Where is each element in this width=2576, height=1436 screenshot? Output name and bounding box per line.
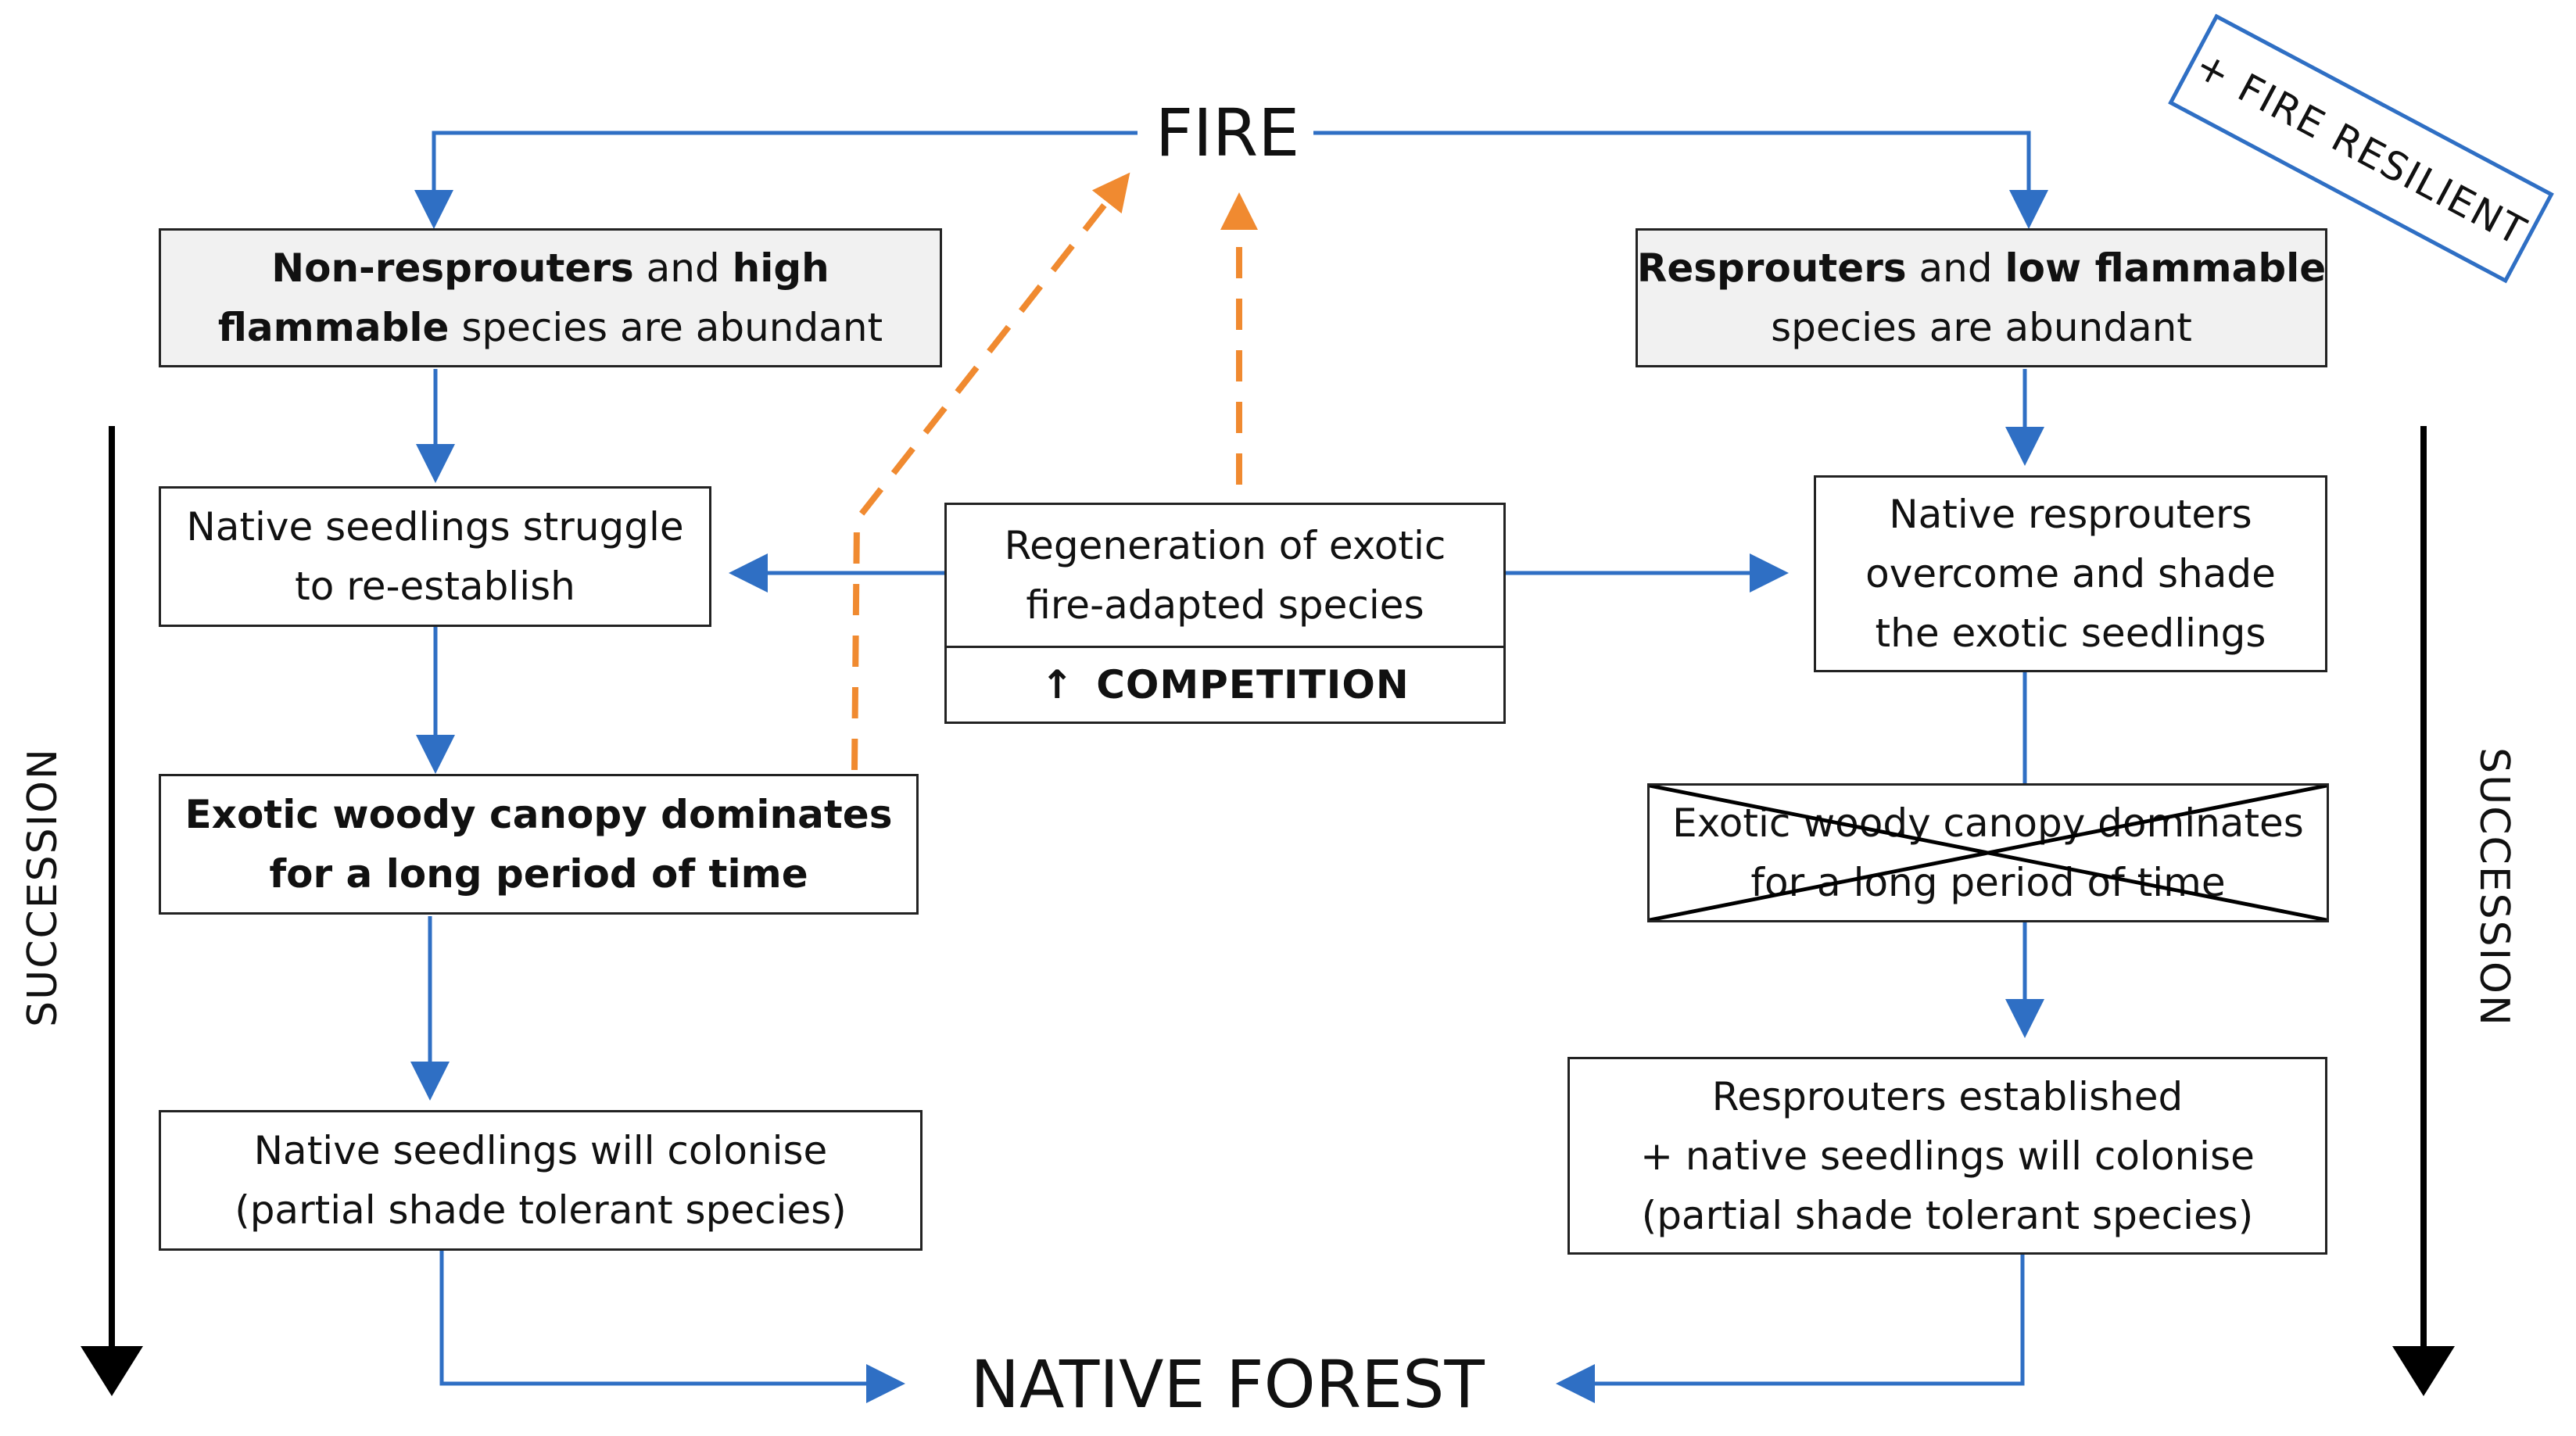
resprouters-label: Resprouters — [1636, 245, 1907, 291]
fire-feedback-from-canopy — [851, 172, 1130, 771]
native-seedlings-colonise-box: Native seedlings will colonise (partial … — [159, 1110, 923, 1251]
high-label: high — [732, 245, 829, 291]
regeneration-exotic-box: Regeneration of exotic fire-adapted spec… — [944, 503, 1506, 648]
arrow-fire-to-left-top — [414, 131, 1138, 229]
cross-out-mark — [1650, 786, 2327, 920]
right-abundance-box: Resprouters and low flammable species ar… — [1636, 228, 2327, 367]
species-abundant-label: species are abundant — [1771, 305, 2192, 350]
succession-label-right: SUCCESSION — [2470, 747, 2517, 1027]
regen-line-1: Regeneration of exotic — [1004, 523, 1446, 568]
competition-label: COMPETITION — [1096, 662, 1410, 707]
colonise-line-2: (partial shade tolerant species) — [235, 1187, 847, 1233]
competition-box: ↑ COMPETITION — [944, 646, 1506, 724]
left-abundance-box: Non-resprouters and high flammable speci… — [159, 228, 942, 367]
low-flammable-label: low flammable — [2005, 245, 2327, 291]
fire-title: FIRE — [1155, 95, 1300, 171]
exotic-canopy-dominates-box: Exotic woody canopy dominates for a long… — [159, 774, 919, 915]
flammable-label: flammable — [217, 305, 450, 350]
crossed-out-canopy-box: Exotic woody canopy dominates for a long… — [1647, 783, 2329, 922]
species-abundant-label: species are abundant — [449, 305, 883, 350]
arrow-established-to-native-forest — [1556, 1255, 2025, 1403]
arrow-fire-to-right-top — [1313, 131, 2048, 229]
established-line-1: Resprouters established — [1711, 1073, 2184, 1119]
native-resprouters-overcome-box: Native resprouters overcome and shade th… — [1814, 475, 2327, 672]
and-label: and — [1906, 245, 2005, 291]
struggle-line-1: Native seedlings struggle — [186, 504, 684, 550]
canopy-line-2: for a long period of time — [269, 851, 808, 897]
struggle-line-2: to re-establish — [295, 564, 575, 609]
colonise-line-1: Native seedlings will colonise — [253, 1128, 828, 1173]
crossed-line-1: Exotic woody canopy dominates — [1672, 800, 2304, 846]
resprouters-established-box: Resprouters established + native seedlin… — [1567, 1057, 2327, 1255]
regen-line-2: fire-adapted species — [1026, 582, 1424, 628]
succession-label-left: SUCCESSION — [20, 747, 66, 1027]
and-label: and — [633, 245, 733, 291]
overcome-line-2: overcome and shade — [1865, 551, 2276, 596]
native-forest-title: NATIVE FOREST — [970, 1346, 1485, 1423]
arrow-colonise-to-native-forest — [439, 1251, 905, 1403]
established-line-3: (partial shade tolerant species) — [1641, 1192, 2254, 1238]
overcome-line-1: Native resprouters — [1889, 492, 2252, 537]
canopy-line-1: Exotic woody canopy dominates — [185, 792, 893, 837]
up-arrow-icon: ↑ — [1041, 662, 1075, 707]
native-seedlings-struggle-box: Native seedlings struggle to re-establis… — [159, 486, 711, 627]
overcome-line-3: the exotic seedlings — [1875, 611, 2266, 656]
non-resprouters-label: Non-resprouters — [271, 245, 634, 291]
established-line-2: + native seedlings will colonise — [1640, 1133, 2255, 1179]
